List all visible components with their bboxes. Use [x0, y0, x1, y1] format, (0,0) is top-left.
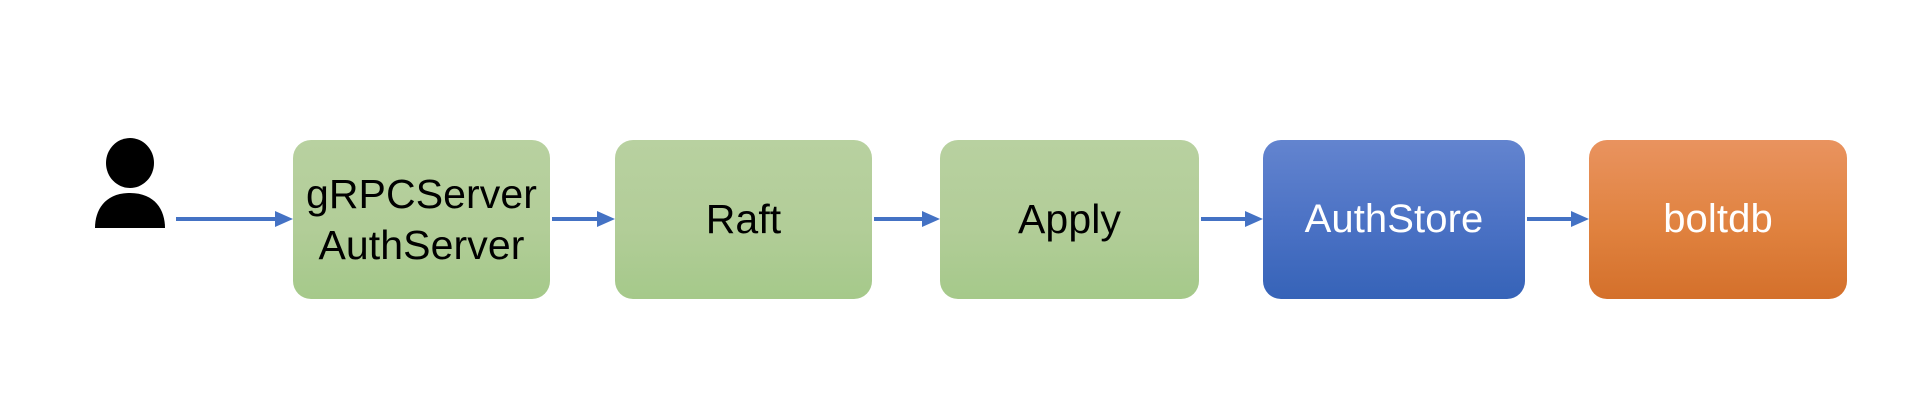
node-apply[interactable]: Apply [940, 140, 1199, 299]
arrow-raft-to-apply [874, 211, 940, 227]
node-raft[interactable]: Raft [615, 140, 872, 299]
arrow-grpc-to-raft [552, 211, 615, 227]
arrow-head [1245, 211, 1263, 227]
arrow-shaft [1201, 217, 1247, 221]
node-label: gRPCServer AuthServer [305, 171, 538, 268]
arrow-head [1571, 211, 1589, 227]
node-label: Apply [1017, 196, 1122, 243]
arrow-shaft [874, 217, 924, 221]
node-grpc-auth-server[interactable]: gRPCServer AuthServer [293, 140, 550, 299]
person-icon [93, 138, 167, 228]
node-label: Raft [705, 196, 782, 243]
arrow-shaft [552, 217, 599, 221]
arrow-shaft [176, 217, 277, 221]
arrow-apply-to-authstore [1201, 211, 1263, 227]
arrow-shaft [1527, 217, 1573, 221]
arrow-head [922, 211, 940, 227]
arrow-head [275, 211, 293, 227]
arrow-authstore-to-boltdb [1527, 211, 1589, 227]
arrow-actor-to-grpc [176, 211, 293, 227]
node-boltdb[interactable]: boltdb [1589, 140, 1847, 299]
node-auth-store[interactable]: AuthStore [1263, 140, 1525, 299]
node-label: AuthStore [1304, 197, 1484, 242]
node-label: boltdb [1663, 197, 1773, 242]
arrow-head [597, 211, 615, 227]
